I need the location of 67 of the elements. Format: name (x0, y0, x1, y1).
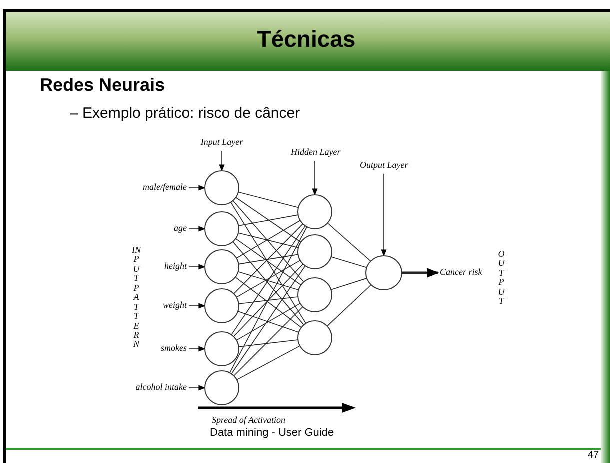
neuron-circle (204, 370, 240, 406)
node-label: age (150, 223, 187, 235)
connection-line (231, 226, 306, 336)
connection-line (234, 306, 304, 376)
vertical-label: INPUT PATTERN (132, 246, 141, 350)
connection-line (232, 242, 304, 326)
connection-line (238, 272, 300, 290)
connection-line (232, 200, 304, 283)
arrow (402, 268, 440, 278)
connection-line (238, 232, 299, 248)
connection-line (230, 226, 308, 374)
node-label: alcohol intake (128, 382, 187, 394)
arrow (188, 185, 206, 191)
connection-line (234, 224, 304, 294)
connection-line (236, 346, 300, 380)
neuron-circle (204, 212, 240, 246)
connection-line (231, 266, 306, 374)
connection-line (236, 260, 301, 298)
node-label: Cancer risk (440, 267, 490, 279)
bullet-text: – Exemplo prático: risco de câncer (70, 105, 300, 122)
arrow (188, 385, 206, 391)
connection-line (236, 220, 301, 259)
arrow (312, 160, 318, 196)
arrow (219, 150, 225, 172)
arrow (188, 303, 206, 309)
neuron-circle (298, 320, 332, 356)
connection-line (236, 303, 301, 341)
connection-line (235, 238, 302, 286)
node-label: Input Layer (198, 137, 246, 149)
connection-line (238, 311, 300, 333)
neuron-circle (298, 194, 332, 230)
connection-line (230, 202, 306, 324)
arrow (188, 264, 206, 270)
node-label: smokes (140, 343, 187, 355)
node-label: weight (150, 300, 187, 312)
arrow (188, 226, 206, 232)
slide-title: Técnicas (256, 26, 357, 53)
neuron-circle (204, 332, 240, 366)
arrow (381, 174, 387, 257)
connection-line (238, 214, 299, 226)
connection-line (233, 264, 304, 338)
connection-line (330, 278, 368, 290)
connection-line (236, 197, 302, 243)
connection-line (238, 192, 299, 208)
neuron-circle (298, 278, 332, 312)
connection-line (327, 222, 372, 262)
neuron-circle (204, 288, 240, 324)
node-label: Output Layer (360, 160, 408, 172)
connection-line (235, 276, 302, 328)
neuron-circle (298, 234, 332, 270)
neuron-circle (366, 256, 402, 290)
neuron-circle (204, 250, 240, 284)
node-label: Hidden Layer (291, 147, 339, 159)
section-heading: Redes Neurais (40, 75, 166, 96)
arrow-label: Spread of Activation (212, 415, 286, 425)
connection-line (238, 340, 299, 348)
node-label: height (150, 261, 187, 273)
connection-line (238, 254, 299, 265)
arrow (188, 346, 206, 352)
connection-line (326, 284, 372, 327)
page-number: 47 (588, 450, 600, 461)
connection-line (330, 256, 368, 268)
node-label: male/female (130, 182, 187, 194)
neuron-circle (204, 170, 240, 206)
connection-line (238, 296, 299, 304)
vertical-label: OUTPUT (497, 250, 506, 307)
caption: Data mining - User Guide (210, 427, 334, 439)
